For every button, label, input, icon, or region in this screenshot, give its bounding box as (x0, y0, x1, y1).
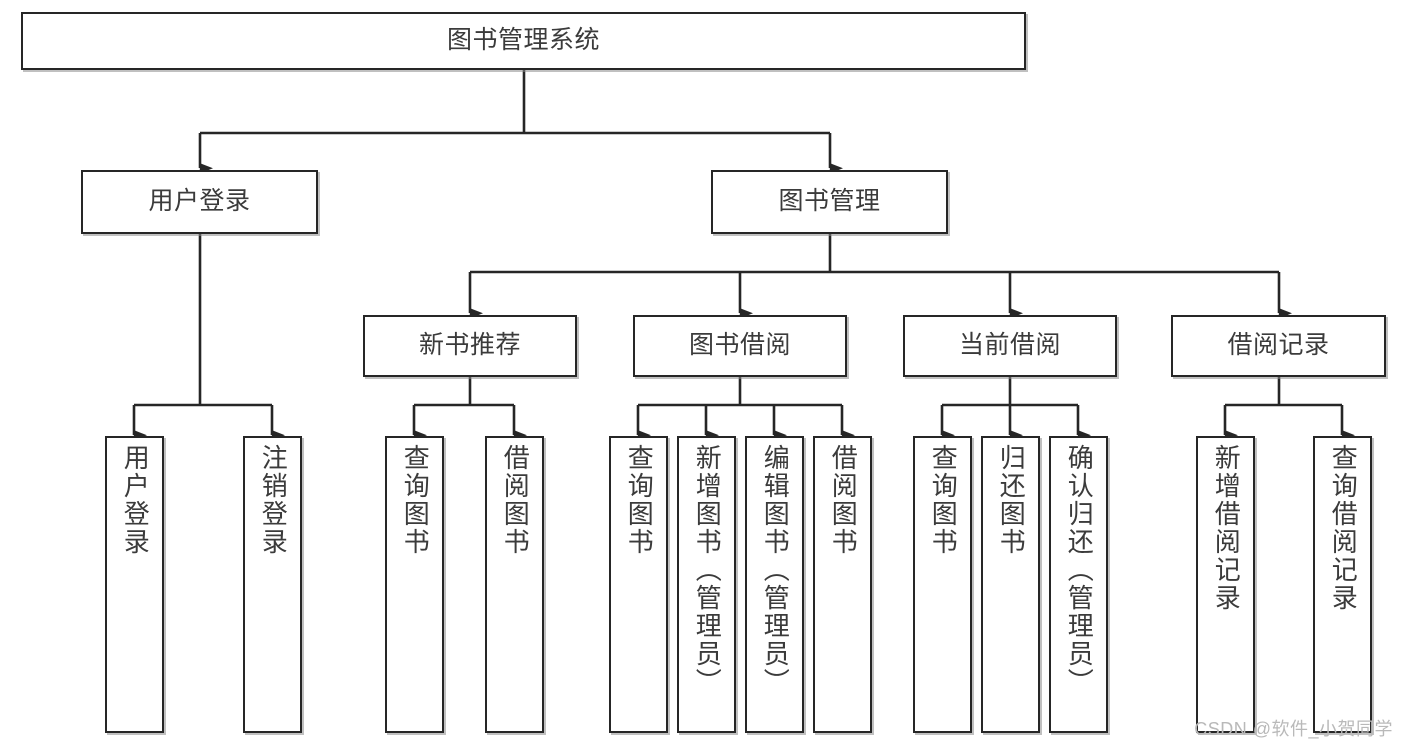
node-label: 注销登录 (258, 444, 289, 556)
node-label: 查询图书 (928, 444, 959, 556)
leaf-query-book-borrow[interactable]: 查询图书 (609, 436, 668, 733)
node-book-borrow[interactable]: 图书借阅 (633, 315, 847, 377)
node-label: 借阅图书 (500, 444, 531, 556)
node-current-borrow[interactable]: 当前借阅 (903, 315, 1117, 377)
node-label: 查询借阅记录 (1328, 444, 1359, 612)
node-label: 用户登录 (148, 187, 251, 216)
csdn-watermark: CSDN @软件_小贺同学 (1194, 719, 1393, 739)
leaf-borrow-book[interactable]: 借阅图书 (813, 436, 872, 733)
node-label: 图书管理系统 (446, 26, 600, 55)
node-label: 用户登录 (120, 444, 151, 556)
node-label: 新增图书（管理员） (692, 444, 723, 696)
leaf-confirm-return-admin[interactable]: 确认归还（管理员） (1049, 436, 1108, 733)
node-borrow-record[interactable]: 借阅记录 (1171, 315, 1386, 377)
leaf-logout[interactable]: 注销登录 (243, 436, 302, 733)
node-label: 借阅记录 (1227, 331, 1330, 360)
node-label: 确认归还（管理员） (1064, 444, 1095, 696)
leaf-query-borrow-record[interactable]: 查询借阅记录 (1313, 436, 1372, 733)
leaf-query-book-recommend[interactable]: 查询图书 (385, 436, 444, 733)
node-root-book-management-system[interactable]: 图书管理系统 (21, 12, 1026, 70)
node-label: 图书借阅 (688, 331, 791, 360)
node-label: 新书推荐 (418, 331, 521, 360)
node-label: 编辑图书（管理员） (760, 444, 791, 696)
leaf-add-book-admin[interactable]: 新增图书（管理员） (677, 436, 736, 733)
leaf-edit-book-admin[interactable]: 编辑图书（管理员） (745, 436, 804, 733)
node-user-login[interactable]: 用户登录 (81, 170, 318, 234)
node-label: 图书管理 (778, 187, 881, 216)
node-label: 新增借阅记录 (1211, 444, 1242, 612)
node-label: 查询图书 (400, 444, 431, 556)
leaf-borrow-book-recommend[interactable]: 借阅图书 (485, 436, 544, 733)
node-book-management[interactable]: 图书管理 (711, 170, 948, 234)
leaf-add-borrow-record[interactable]: 新增借阅记录 (1196, 436, 1255, 733)
leaf-return-book[interactable]: 归还图书 (981, 436, 1040, 733)
node-label: 借阅图书 (828, 444, 859, 556)
node-new-book-recommend[interactable]: 新书推荐 (363, 315, 577, 377)
leaf-user-login[interactable]: 用户登录 (105, 436, 164, 733)
node-label: 查询图书 (624, 444, 655, 556)
leaf-query-book-current[interactable]: 查询图书 (913, 436, 972, 733)
node-label: 当前借阅 (958, 331, 1061, 360)
node-label: 归还图书 (996, 444, 1027, 556)
